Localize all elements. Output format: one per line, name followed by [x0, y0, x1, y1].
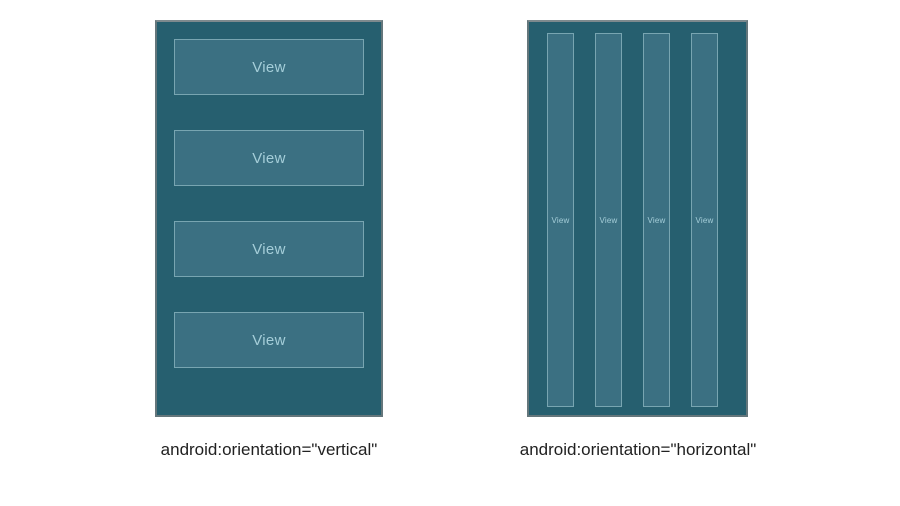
view-item-label: View — [252, 240, 286, 258]
view-item-label: View — [599, 215, 618, 225]
view-item-label: View — [252, 331, 286, 349]
view-item-label: View — [252, 58, 286, 76]
view-item: View — [174, 39, 364, 95]
view-item: View — [691, 33, 718, 407]
view-item-label: View — [647, 215, 666, 225]
view-item-label: View — [551, 215, 570, 225]
view-item-label: View — [252, 149, 286, 167]
view-item: View — [174, 130, 364, 186]
view-item: View — [174, 221, 364, 277]
view-item: View — [643, 33, 670, 407]
view-item: View — [174, 312, 364, 368]
linearlayout-vertical-panel: View View View View — [155, 20, 383, 417]
view-item: View — [547, 33, 574, 407]
caption-horizontal-orientation: android:orientation="horizontal" — [519, 440, 757, 459]
view-item-label: View — [695, 215, 714, 225]
caption-vertical-orientation: android:orientation="vertical" — [160, 440, 378, 459]
view-item: View — [595, 33, 622, 407]
linearlayout-horizontal-panel: View View View View — [527, 20, 748, 417]
